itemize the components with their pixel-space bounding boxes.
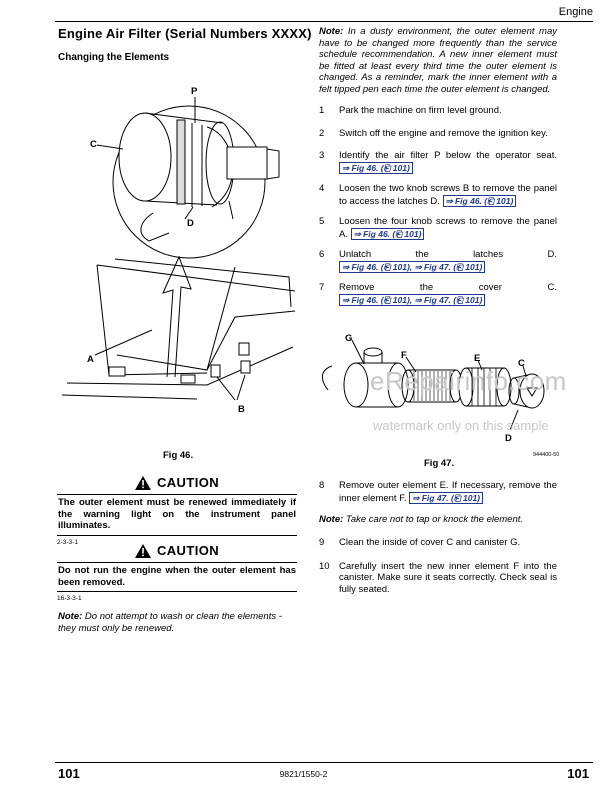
note-top: Note: In a dusty environment, the outer … — [319, 26, 557, 95]
fig47-illustration — [322, 339, 545, 431]
note-mid: Note: Take care not to tap or knock the … — [319, 514, 557, 526]
fig47-code: 944400-50 — [533, 452, 560, 458]
note-mid-label: Note: — [319, 514, 344, 525]
note-top-label: Note: — [319, 26, 344, 37]
caution-box-2: CAUTION Do not run the engine when the o… — [57, 543, 297, 602]
fig46-label-a: A — [87, 354, 94, 365]
fig47-label-e: E — [474, 353, 481, 364]
fig46-label-d: D — [187, 218, 194, 229]
fig-cross-reference-link[interactable]: ⇒ Fig 46. (⎗ 101) — [442, 194, 517, 207]
warning-triangle-icon — [134, 475, 151, 490]
step-item: 10 Carefully insert the new inner elemen… — [319, 560, 557, 595]
step-item: 2 Switch off the engine and remove the i… — [319, 127, 548, 139]
page-number-right: 101 — [567, 766, 589, 781]
caution-heading-1: CAUTION — [57, 475, 297, 490]
note-left: Note: Do not attempt to wash or clean th… — [58, 611, 298, 634]
note-mid-text: Take care not to tap or knock the elemen… — [345, 514, 524, 525]
fig46-label-p: P — [191, 86, 198, 97]
fig-cross-reference-link[interactable]: ⇒ Fig 46. (⎗ 101), ⇒ Fig 47. (⎗ 101) — [339, 260, 486, 273]
warning-triangle-icon — [134, 543, 151, 558]
page-number-left: 101 — [58, 766, 80, 781]
step-item: 1 Park the machine on firm level ground. — [319, 105, 502, 116]
fig-cross-reference-link[interactable]: ⇒ Fig 46. (⎗ 101) — [339, 161, 413, 174]
watermark-site: eRepairinfo.com — [370, 366, 567, 396]
footer-rule — [55, 762, 593, 763]
fig46-label-c: C — [90, 139, 97, 150]
fig46-zoom-circle — [112, 105, 266, 259]
caution-code-2: 16-3-3-1 — [57, 595, 82, 602]
header-rule — [55, 21, 593, 22]
document-number: 9821/1550-2 — [279, 769, 328, 779]
caution-text-1: The outer element must be renewed immedi… — [57, 494, 297, 536]
fig46-label-b: B — [238, 404, 245, 415]
note-top-text: In a dusty environment, the outer elemen… — [319, 26, 557, 95]
fig47-label-g: G — [345, 333, 353, 344]
steps-list-c: 9 Clean the inside of cover C and canist… — [319, 537, 557, 595]
note-left-text: Do not attempt to wash or clean the elem… — [58, 611, 282, 634]
step-item: 9 Clean the inside of cover C and canist… — [319, 537, 521, 548]
step-item: 5 Loosen the four knob screws to remove … — [319, 216, 557, 240]
fig46-illustration — [61, 97, 296, 401]
note-left-label: Note: — [58, 611, 83, 622]
fig46-caption: Fig 46. — [163, 450, 194, 461]
caution-box-1: CAUTION The outer element must be renewe… — [57, 475, 297, 546]
caution-code-1: 2-3-3-1 — [57, 538, 78, 546]
fig-cross-reference-link[interactable]: ⇒ Fig 46. (⎗ 101), ⇒ Fig 47. (⎗ 101) — [339, 293, 486, 306]
step-item: 7 Remove the cover C. ⇒ Fig 46. (⎗ 101),… — [319, 282, 557, 306]
steps-list-a: 1 Park the machine on firm level ground.… — [319, 105, 557, 306]
step-item: 4 Loosen the two knob screws B to remove… — [319, 183, 557, 207]
fig47-caption: Fig 47. — [424, 458, 455, 469]
watermark-notice: watermark only on this sample — [373, 418, 549, 433]
fig-cross-reference-link[interactable]: ⇒ Fig 47. (⎗ 101) — [409, 491, 484, 504]
caution-heading-2: CAUTION — [57, 543, 297, 558]
section-subtitle: Changing the Elements — [58, 52, 170, 63]
fig47-label-d: D — [505, 433, 512, 444]
page-title: Engine Air Filter (Serial Numbers XXXX) — [58, 26, 312, 41]
fig-cross-reference-link[interactable]: ⇒ Fig 46. (⎗ 101) — [350, 227, 425, 240]
caution-text-2: Do not run the engine when the outer ele… — [57, 562, 297, 592]
fig47-label-f: F — [401, 350, 407, 361]
step-item: 8 Remove outer element E. If necessary, … — [319, 480, 557, 504]
fig47-label-c: C — [518, 358, 525, 369]
steps-list-b: 8 Remove outer element E. If necessary, … — [319, 480, 557, 504]
step-item: 6 Unlatch the latches D. ⇒ Fig 46. (⎗ 10… — [319, 249, 557, 273]
step-item: 3 Identify the air filter P below the op… — [319, 150, 557, 174]
header-section-title: Engine — [558, 6, 593, 18]
